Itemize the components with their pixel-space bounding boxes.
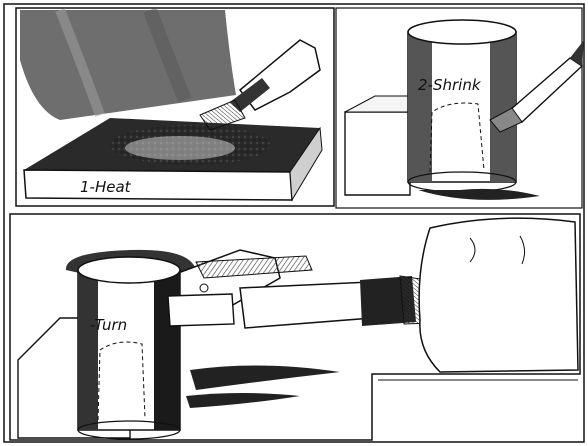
support-block <box>345 112 410 195</box>
hand <box>419 218 578 372</box>
heat-panel: 1-Heat <box>16 8 334 206</box>
shrink-panel: 2-Shrink <box>336 8 584 208</box>
shrink-label: 2-Shrink <box>418 76 482 94</box>
heat-label: 1-Heat <box>80 178 132 196</box>
turn-label: -Turn <box>90 316 127 334</box>
